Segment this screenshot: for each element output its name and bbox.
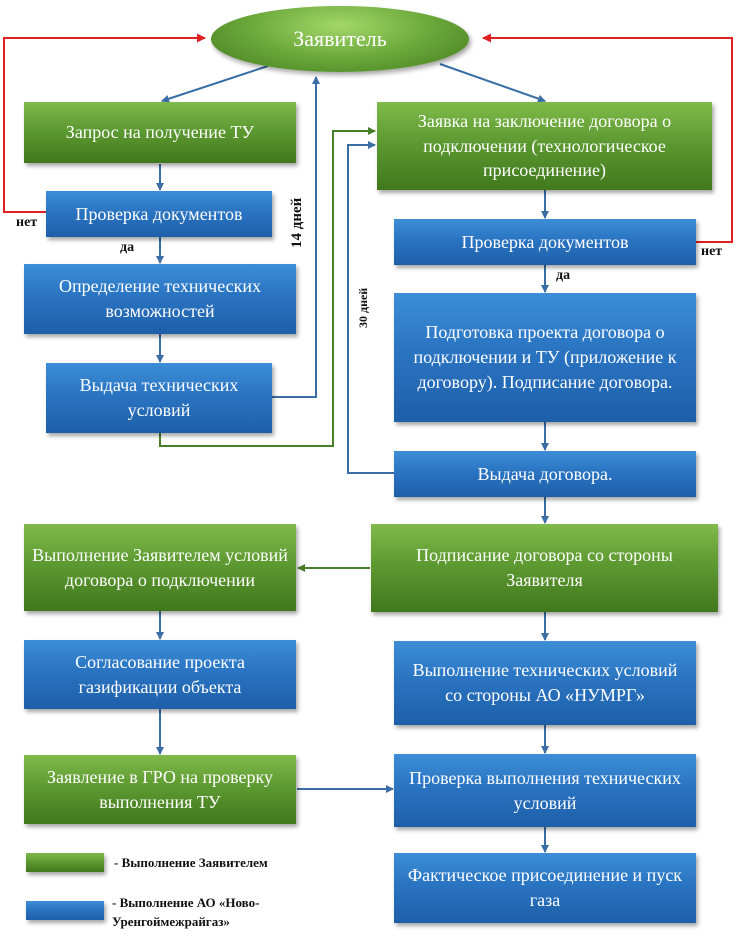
arrow-contract-to-request (347, 141, 394, 474)
tech-possibilities-box: Определение технических возможностей (24, 264, 296, 334)
check-fulfillment-box: Проверка выполнения технических условий (394, 754, 696, 827)
yes-label-right: да (556, 268, 571, 283)
application-gro-box: Заявление в ГРО на проверку выполнения Т… (24, 755, 296, 824)
days-30-label: 30 дней (356, 287, 370, 328)
yes-label-left: да (120, 240, 135, 255)
issue-tu-box: Выдача технических условий (46, 363, 272, 433)
arrow-applicant-to-contract-request (439, 63, 546, 103)
prepare-contract-box: Подготовка проекта договора о подключени… (394, 293, 696, 422)
approval-project-box: Согласование проекта газификации объекта (24, 640, 296, 709)
request-tu-box: Запрос на получение ТУ (24, 102, 296, 163)
no-loop-left-arrow (3, 33, 206, 213)
legend-green-text: - Выполнение Заявителем (114, 855, 268, 870)
legend-blue-text: - Выполнение АО «Ново-Уренгоймежрайгаз» (112, 895, 260, 929)
arrow-tu-to-contract-request (159, 127, 376, 447)
check-docs-left-box: Проверка документов (46, 191, 272, 237)
sign-contract-box: Подписание договора со стороны Заявителя (371, 524, 718, 612)
no-loop-right-arrow (482, 33, 733, 243)
connection-box: Фактическое присоединение и пуск газа (394, 853, 696, 923)
no-label-left: нет (16, 215, 38, 230)
arrow-tu-to-applicant (272, 76, 320, 398)
applicant-node: Заявитель (211, 6, 469, 72)
contract-request-box: Заявка на заключение договора о подключе… (377, 102, 712, 190)
arrow-applicant-to-request (161, 65, 269, 103)
days-14-label: 14 дней (289, 197, 305, 248)
tech-conditions-numrg-box: Выполнение технических условий со сторон… (394, 641, 696, 725)
legend-blue-swatch (26, 901, 104, 920)
fulfill-conditions-box: Выполнение Заявителем условий договора о… (24, 524, 296, 611)
legend-green-swatch (26, 853, 104, 872)
check-docs-right-box: Проверка документов (394, 219, 696, 265)
issue-contract-box: Выдача договора. (394, 451, 696, 497)
no-label-right: нет (701, 244, 723, 259)
